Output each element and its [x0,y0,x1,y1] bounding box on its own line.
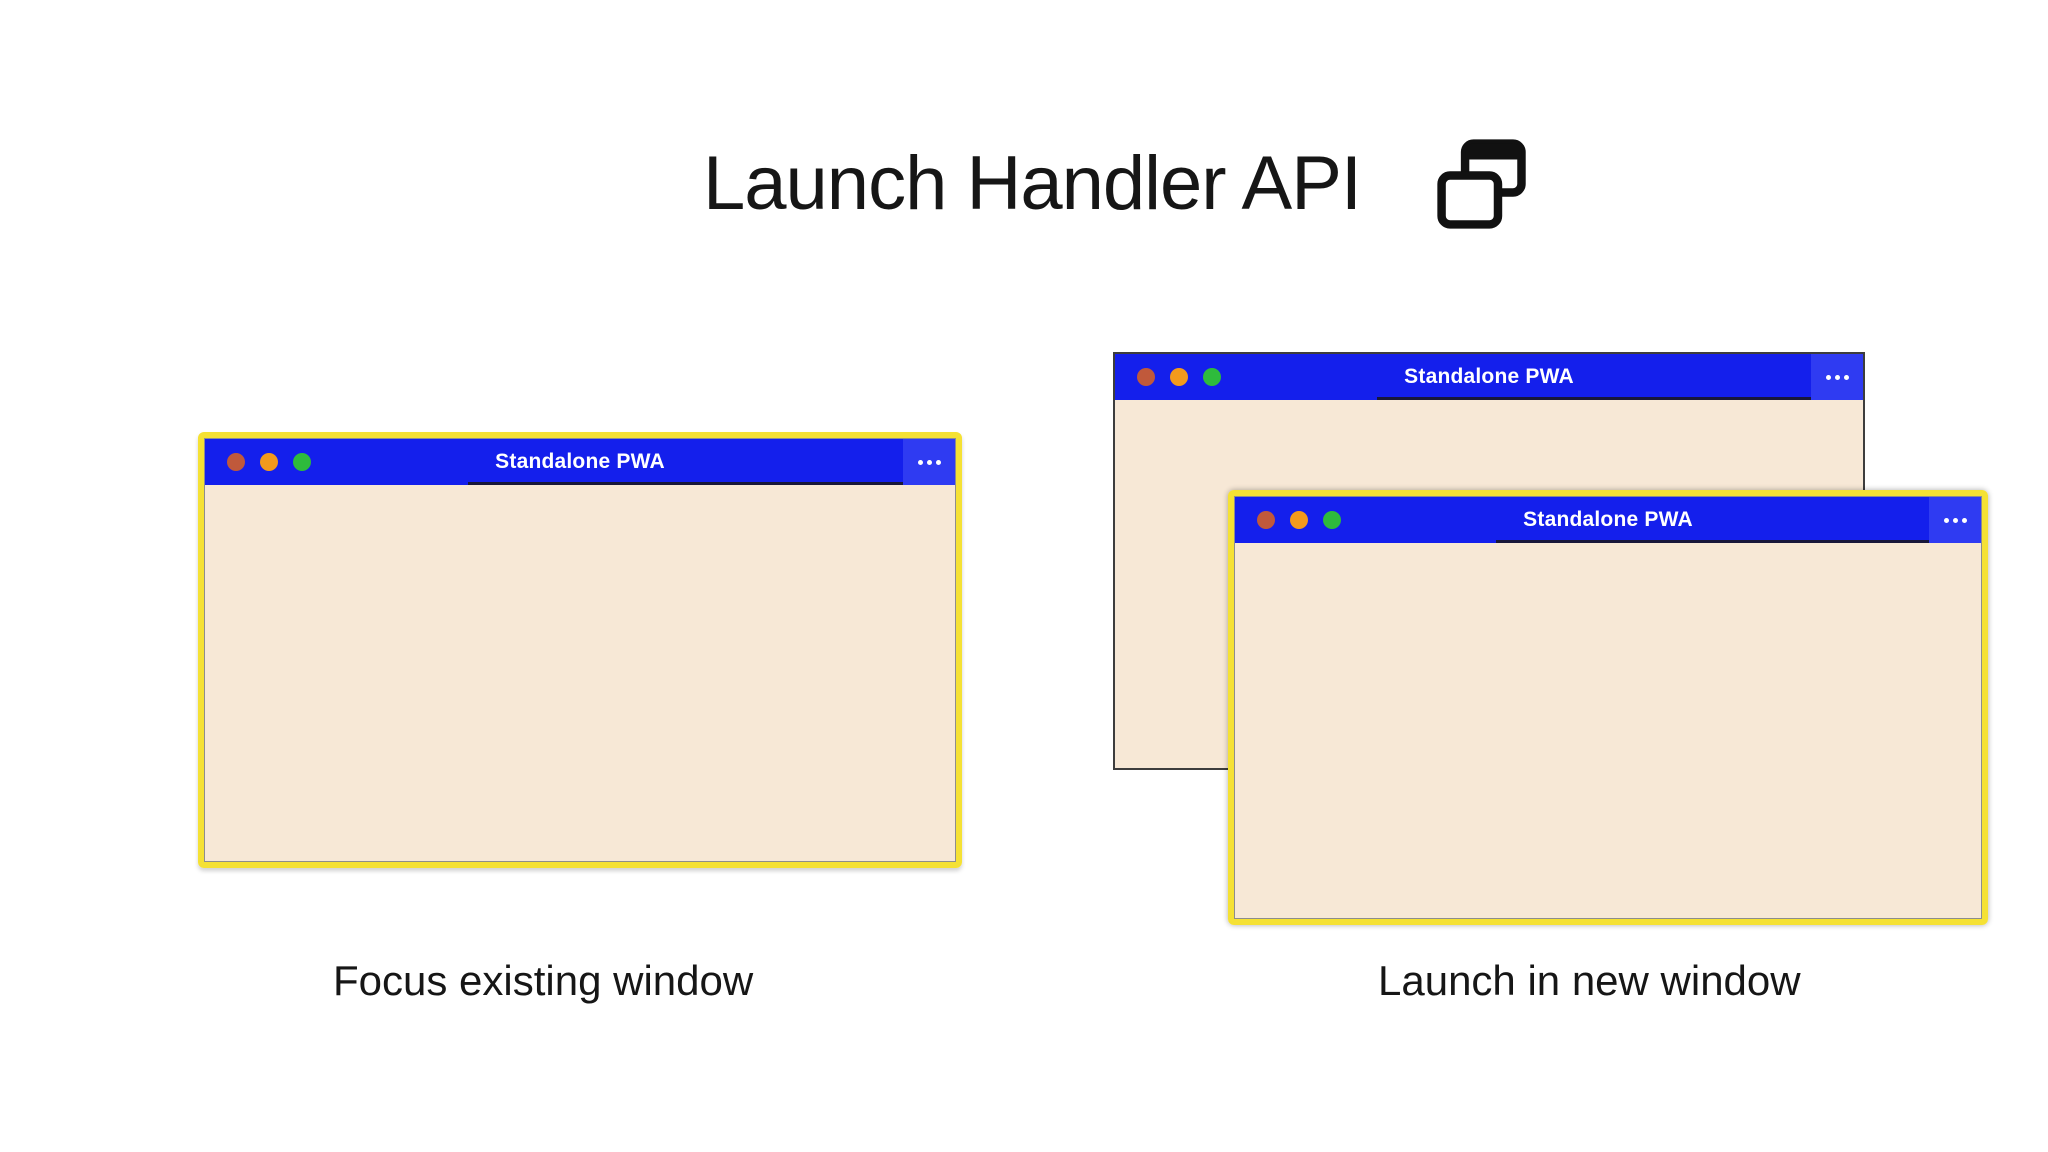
slide-title-row: Launch Handler API [703,136,1529,232]
window-content [205,485,955,861]
window-titlebar: Standalone PWA [205,439,955,485]
ellipsis-menu-icon [903,439,955,485]
zoom-button-icon [1203,368,1221,386]
caption-focus-existing: Focus existing window [333,957,754,1004]
window-title: Standalone PWA [495,450,665,473]
window-title: Standalone PWA [1404,365,1574,388]
minimize-button-icon [1170,368,1188,386]
caption-launch-new: Launch in new window [1378,957,1801,1004]
traffic-lights [205,453,311,471]
overlapping-windows-icon [1437,139,1526,229]
ellipsis-menu-icon [1811,354,1863,400]
ellipsis-menu-icon [1929,497,1981,543]
traffic-lights [1115,368,1221,386]
traffic-lights [1235,511,1341,529]
window-titlebar: Standalone PWA [1235,497,1981,543]
close-button-icon [1137,368,1155,386]
titlebar-shadow [467,482,955,485]
minimize-button-icon [260,453,278,471]
close-button-icon [1257,511,1275,529]
zoom-button-icon [293,453,311,471]
close-button-icon [227,453,245,471]
window-title: Standalone PWA [1523,508,1693,531]
titlebar-shadow [1376,397,1863,400]
window-frame: Standalone PWA [1234,496,1982,919]
window-frame: Standalone PWA [204,438,956,862]
minimize-button-icon [1290,511,1308,529]
new-pwa-window: Standalone PWA [1228,490,1988,925]
slide-title: Launch Handler API [703,141,1362,226]
titlebar-shadow [1496,540,1981,543]
zoom-button-icon [1323,511,1341,529]
window-content [1235,543,1981,918]
focused-pwa-window: Standalone PWA [198,432,962,868]
window-titlebar: Standalone PWA [1115,354,1863,400]
